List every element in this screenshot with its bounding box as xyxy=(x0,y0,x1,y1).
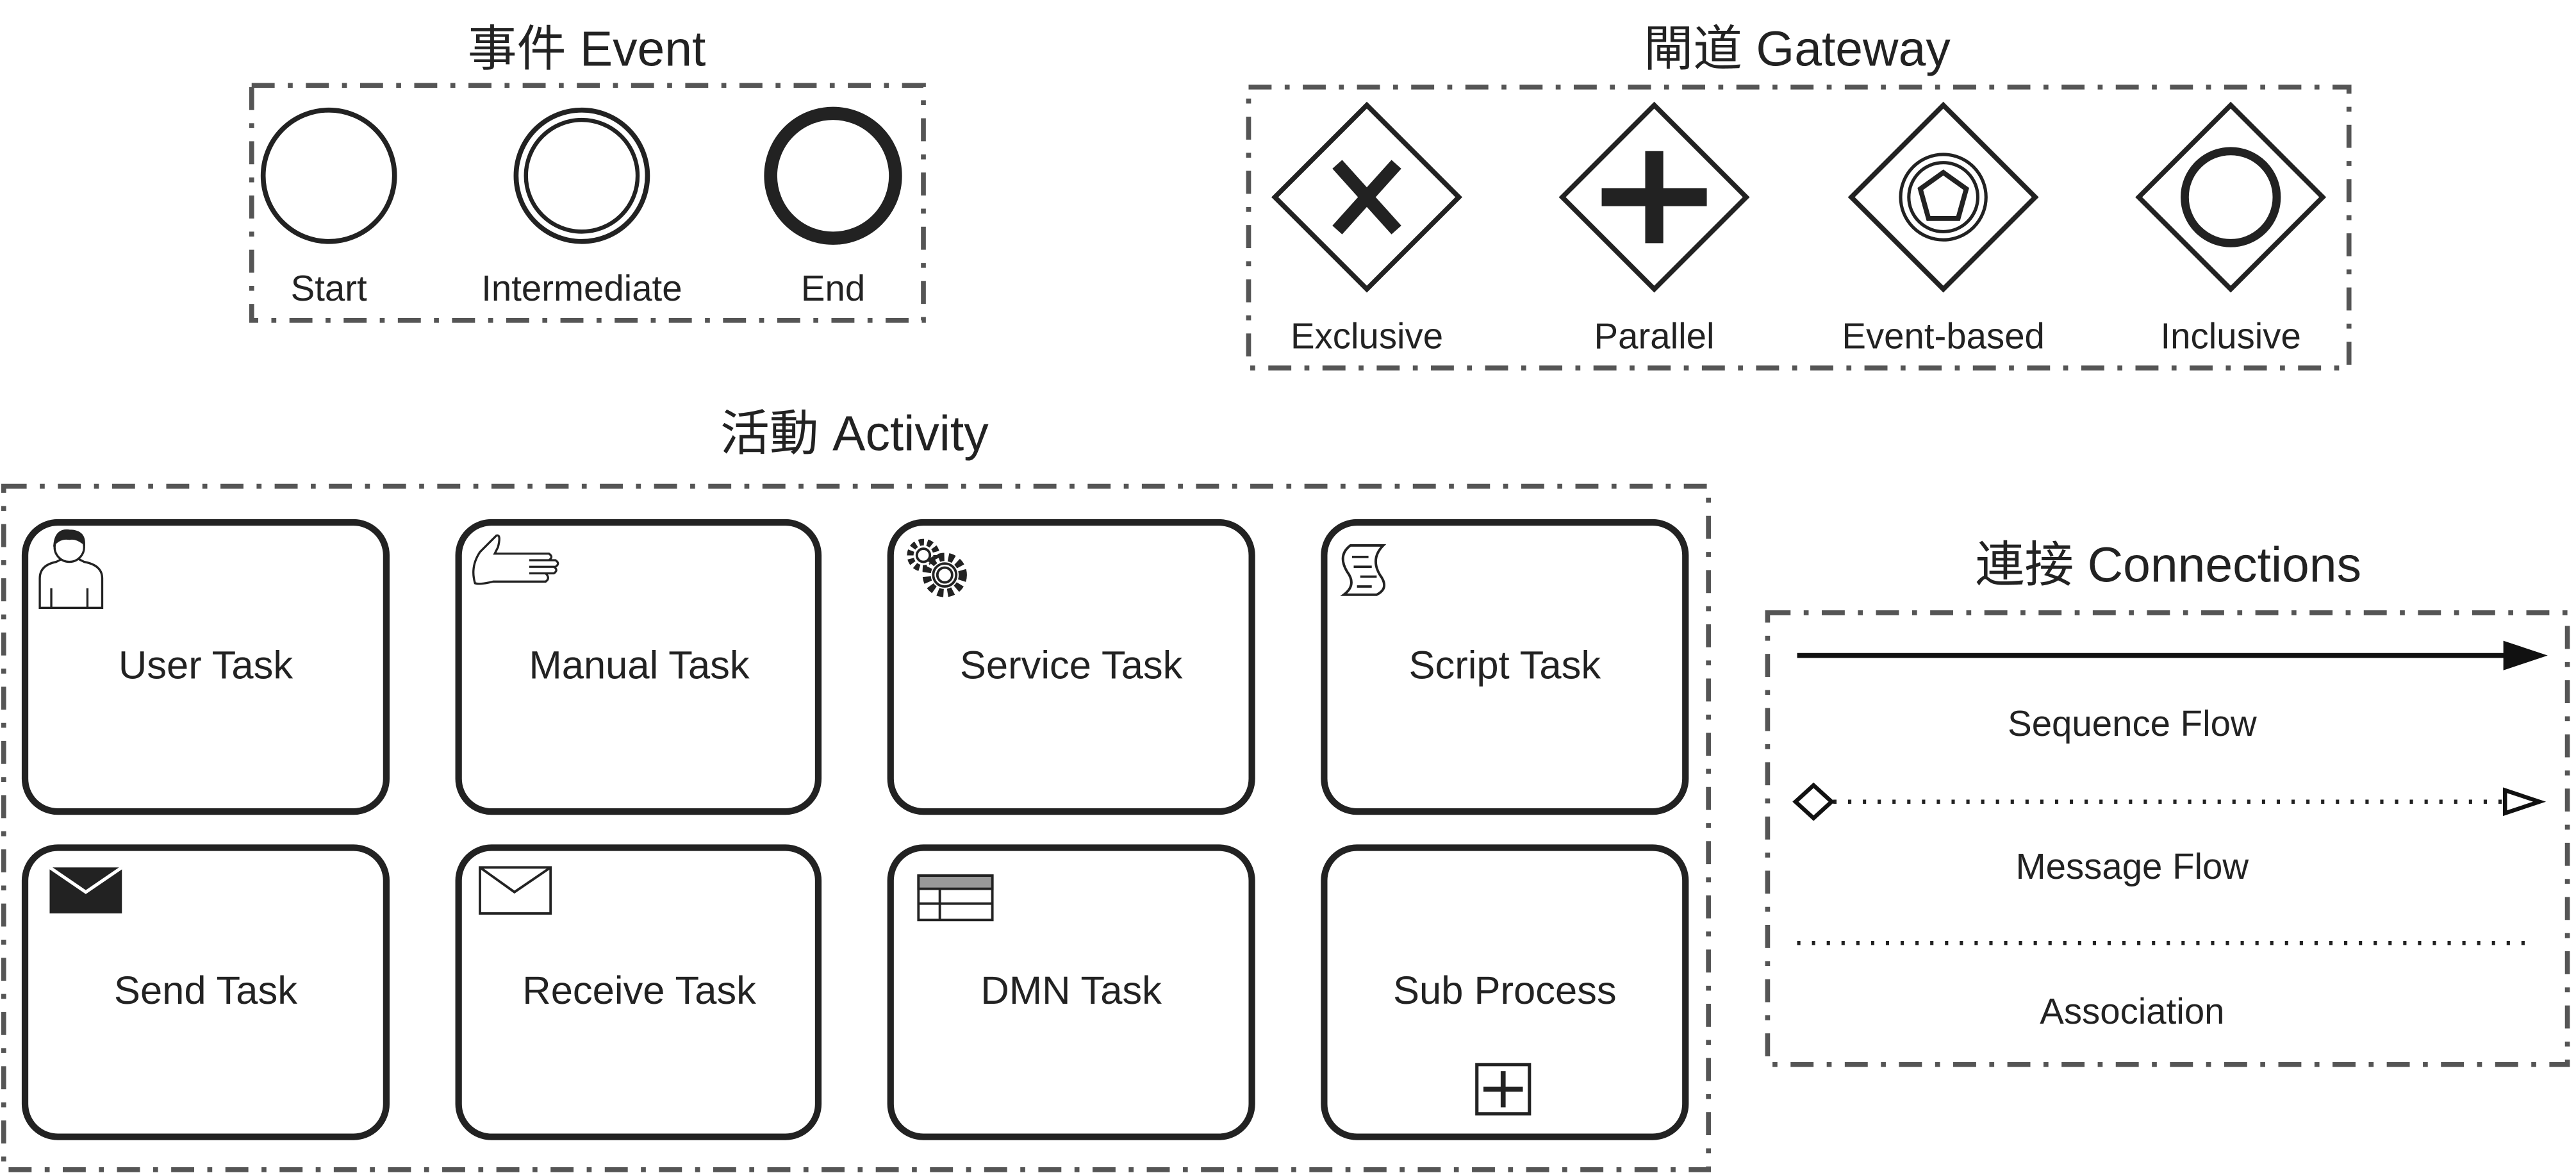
gateway-group: 閘道 Gateway Exclusive Parallel Event-base… xyxy=(1246,22,2352,370)
end-event[interactable]: End xyxy=(764,106,902,308)
send-task[interactable]: Send Task xyxy=(21,844,390,1140)
user-task-label: User Task xyxy=(119,644,293,688)
plus-icon xyxy=(1601,151,1707,244)
message-flow-label: Message Flow xyxy=(2016,846,2249,886)
parallel-gateway-label: Parallel xyxy=(1594,315,1715,356)
sub-process[interactable]: Sub Process xyxy=(1321,844,1689,1140)
dmn-task[interactable]: DMN Task xyxy=(887,844,1255,1140)
arrowhead-icon xyxy=(2503,640,2548,670)
intermediate-event-label: Intermediate xyxy=(481,268,682,308)
filled-envelope-icon xyxy=(49,866,123,914)
event-based-gateway-label: Event-based xyxy=(1842,315,2045,356)
x-icon xyxy=(1332,160,1401,235)
message-flow[interactable]: Message Flow xyxy=(1792,782,2547,886)
service-task-label: Service Task xyxy=(960,644,1183,688)
gateway-group-border xyxy=(1246,84,2352,370)
user-task[interactable]: User Task xyxy=(21,519,390,815)
parallel-gateway[interactable]: Parallel xyxy=(1558,101,1750,356)
expand-plus-icon[interactable] xyxy=(1475,1063,1532,1116)
user-icon xyxy=(38,529,104,609)
table-icon xyxy=(917,874,994,922)
sequence-flow-label: Sequence Flow xyxy=(2008,703,2257,744)
manual-task-label: Manual Task xyxy=(529,644,750,688)
script-icon xyxy=(1340,544,1387,596)
script-task-label: Script Task xyxy=(1408,644,1601,688)
service-task[interactable]: Service Task xyxy=(887,519,1255,815)
receive-task[interactable]: Receive Task xyxy=(455,844,822,1140)
end-event-label: End xyxy=(801,268,865,308)
activity-group-border xyxy=(1,483,1711,1172)
gear-icon xyxy=(907,538,967,597)
association-label: Association xyxy=(2040,991,2224,1031)
pentagon-icon xyxy=(1917,169,1969,221)
event-group: 事件 Event Start Intermediate End xyxy=(249,22,926,323)
hand-icon xyxy=(472,534,559,585)
open-arrowhead-icon xyxy=(2502,787,2547,817)
diamond-icon xyxy=(1792,782,1835,821)
envelope-icon xyxy=(479,866,552,915)
association[interactable]: Association xyxy=(1797,940,2533,1031)
gateway-title: 閘道 Gateway xyxy=(1644,22,1951,77)
inclusive-gateway-label: Inclusive xyxy=(2161,315,2301,356)
event-based-gateway[interactable]: Event-based xyxy=(1842,101,2045,356)
activity-title: 活動 Activity xyxy=(720,406,989,461)
event-title: 事件 Event xyxy=(468,22,706,77)
start-event-label: Start xyxy=(291,268,367,308)
receive-task-label: Receive Task xyxy=(522,969,756,1013)
event-group-border xyxy=(249,83,926,323)
exclusive-gateway-label: Exclusive xyxy=(1291,315,1443,356)
start-event[interactable]: Start xyxy=(260,107,397,308)
exclusive-gateway[interactable]: Exclusive xyxy=(1271,101,1462,356)
sub-process-label: Sub Process xyxy=(1393,969,1617,1013)
activity-group: 活動 Activity User Task Manual Task xyxy=(1,406,1711,1172)
connections-group-border xyxy=(1765,610,2570,1067)
connections-group: 連接 Connections Sequence Flow Message Flo… xyxy=(1765,537,2570,1067)
script-task[interactable]: Script Task xyxy=(1321,519,1689,815)
inclusive-gateway[interactable]: Inclusive xyxy=(2135,101,2327,356)
send-task-label: Send Task xyxy=(114,969,297,1013)
connections-title: 連接 Connections xyxy=(1976,537,2361,592)
sequence-flow[interactable]: Sequence Flow xyxy=(1797,640,2548,744)
intermediate-event[interactable]: Intermediate xyxy=(481,107,682,308)
dmn-task-label: DMN Task xyxy=(980,969,1162,1013)
manual-task[interactable]: Manual Task xyxy=(455,519,822,815)
